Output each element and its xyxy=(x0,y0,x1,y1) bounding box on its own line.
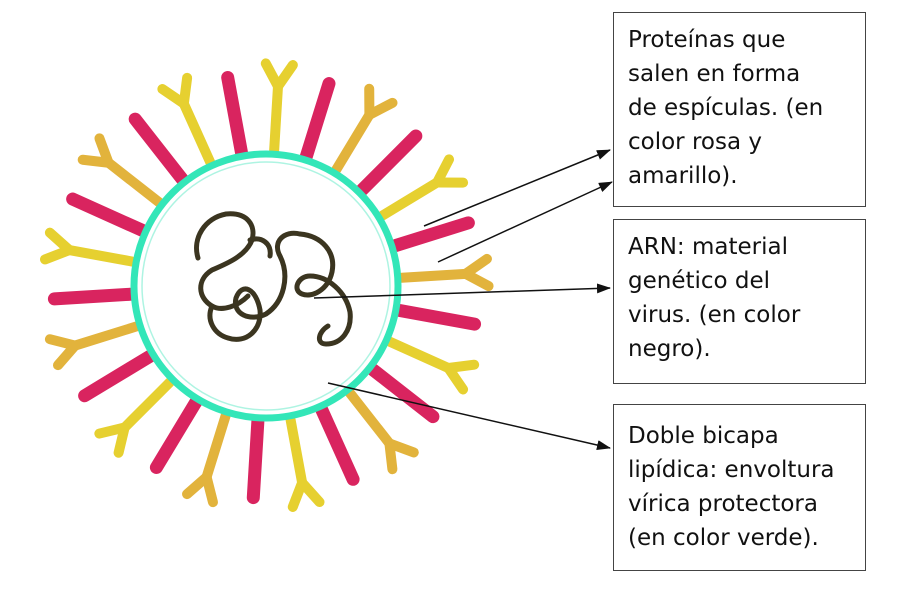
label-line: Proteínas que xyxy=(628,27,786,53)
label-box-envelope: Doble bicapa lipídica: envoltura vírica … xyxy=(613,404,866,571)
spike-yellow xyxy=(331,83,398,175)
spike-yellow xyxy=(344,388,419,475)
rna-strand xyxy=(194,211,353,347)
lipid-envelope xyxy=(130,150,402,422)
spike-yellow xyxy=(44,321,142,371)
label-line: (en color verde). xyxy=(628,525,819,551)
spike-yellow xyxy=(157,72,216,168)
spike-pink xyxy=(389,216,475,252)
spike-pink xyxy=(66,192,149,237)
spike-pink xyxy=(149,395,203,474)
spike-pink xyxy=(128,112,189,186)
arrow-arn xyxy=(313,283,611,299)
lipid-envelope-inner xyxy=(141,161,391,411)
spike-pink xyxy=(78,349,157,403)
label-line: Doble bicapa xyxy=(628,423,779,449)
label-line: virus. (en color xyxy=(628,302,801,328)
label-line: lipídica: envoltura xyxy=(628,457,835,483)
spike-pink xyxy=(393,303,482,331)
arrow-proteins-yellow xyxy=(437,181,613,263)
spike-pink xyxy=(47,287,137,306)
spike-pink xyxy=(355,129,423,197)
label-line: color rosa y xyxy=(628,129,762,155)
arrow-proteins-pink xyxy=(423,149,611,227)
arrow-envelope xyxy=(327,382,611,450)
spike-pink xyxy=(315,403,360,486)
spike-yellow xyxy=(396,253,494,292)
spike-pink xyxy=(221,70,248,159)
spike-yellow xyxy=(94,377,175,458)
spike-yellow xyxy=(385,336,480,395)
arrows xyxy=(313,149,613,450)
spike-pink xyxy=(246,415,265,505)
spike-proteins xyxy=(40,58,494,512)
spike-pink xyxy=(299,77,336,163)
spike-yellow xyxy=(377,154,469,221)
spike-yellow xyxy=(285,414,325,512)
spike-yellow xyxy=(182,410,231,508)
label-line: amarillo). xyxy=(628,163,738,189)
spike-yellow xyxy=(40,227,138,267)
spike-yellow xyxy=(77,133,164,208)
label-line: de espículas. (en xyxy=(628,95,824,121)
label-line: ARN: material xyxy=(628,234,788,260)
label-line: vírica protectora xyxy=(628,491,818,517)
label-line: negro). xyxy=(628,336,711,362)
label-line: salen en forma xyxy=(628,61,801,87)
spike-pink xyxy=(366,363,440,424)
label-line: genético del xyxy=(628,268,771,294)
spike-yellow xyxy=(260,58,298,156)
label-box-proteins: Proteínas que salen en forma de espícula… xyxy=(613,12,866,207)
label-box-arn: ARN: material genético del virus. (en co… xyxy=(613,219,866,384)
